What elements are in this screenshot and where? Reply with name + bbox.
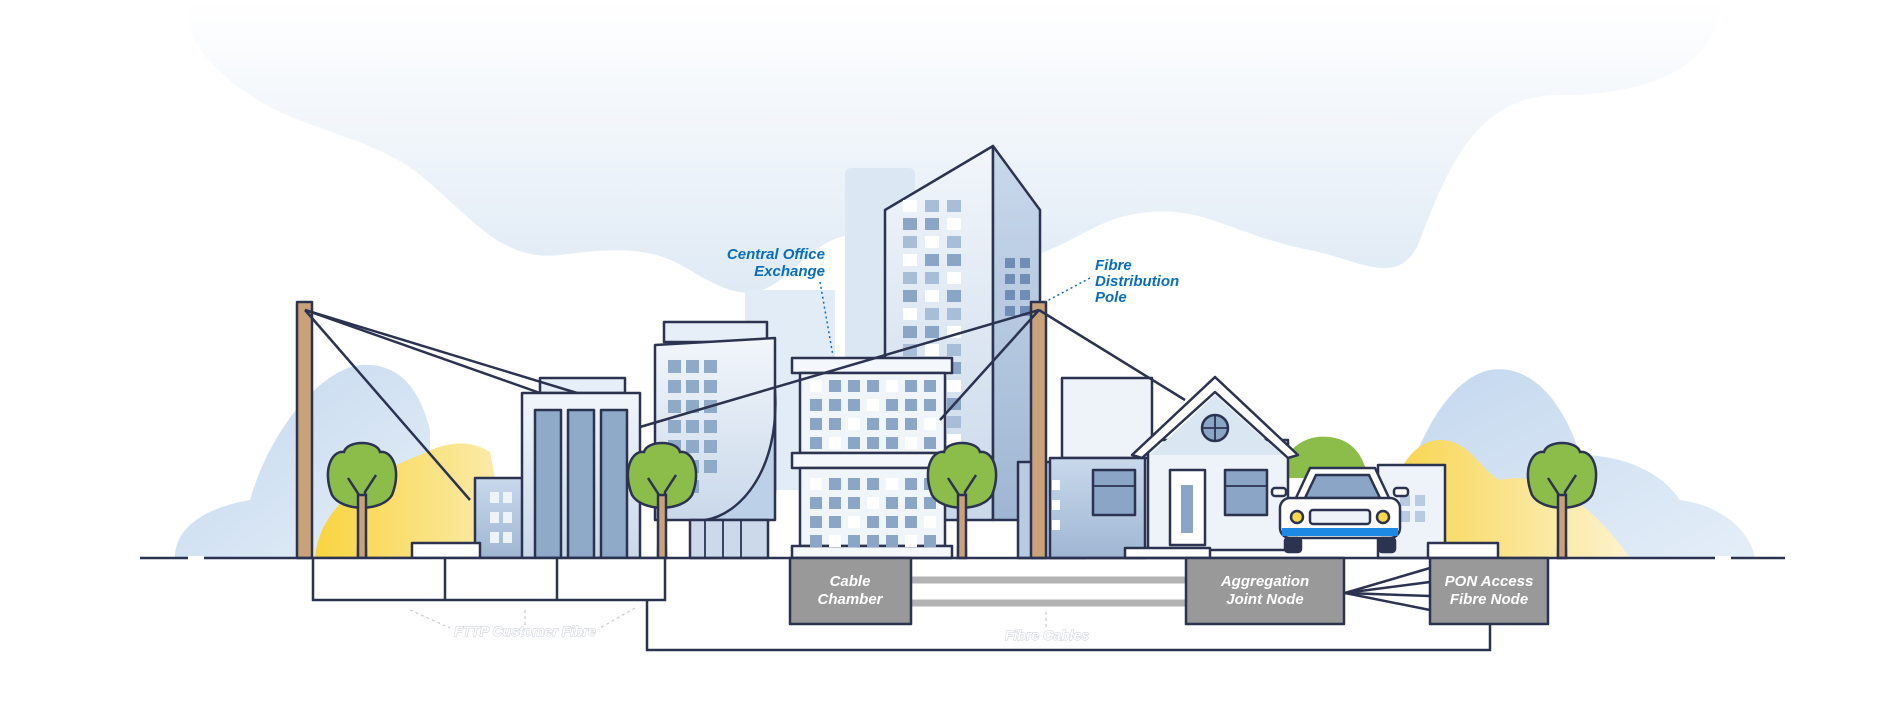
aggregation-label-2: Joint Node [1226, 591, 1304, 608]
left-ground-slab [410, 541, 482, 560]
tree-icon [326, 441, 398, 560]
fibre-cable-bundle [912, 576, 1186, 607]
small-left-building [473, 476, 527, 560]
tree-icon [1526, 441, 1598, 560]
pon-label-1: PON Access [1445, 573, 1534, 590]
fibre-pole-label-1: Fibre [1095, 257, 1132, 274]
cable-chamber-label-1: Cable [830, 573, 871, 590]
fttp-ducts [311, 556, 667, 602]
aggregation-node-box: Aggregation Joint Node [1184, 556, 1346, 626]
column-building [520, 376, 642, 560]
cable-chamber-box: Cable Chamber [788, 556, 913, 626]
fan-cables [1344, 566, 1431, 612]
house-icon [1091, 375, 1300, 560]
fttp-customer-fibre-label: FTTP Customer Fibre [454, 623, 596, 639]
sky-cloud [187, 0, 1720, 293]
right-pole-icon [1029, 300, 1048, 560]
fibre-cable-loop [645, 600, 1492, 652]
ground-notch-right [1715, 556, 1731, 561]
fibre-pole-label-2: Distribution [1095, 273, 1179, 290]
fibre-pole-label-3: Pole [1095, 289, 1127, 306]
right-low-building [1016, 376, 1154, 560]
aggregation-label-1: Aggregation [1220, 573, 1309, 590]
cable-chamber-label-2: Chamber [817, 591, 883, 608]
pon-label-2: Fibre Node [1450, 591, 1528, 608]
fibre-pole-callout: Fibre Distribution Pole [1044, 257, 1179, 306]
tree-icon [626, 441, 698, 560]
fttp-leader-lines [409, 607, 636, 629]
fibre-cables-label: Fibre Cables [1005, 627, 1089, 643]
central-office-callout: Central Office Exchange [727, 246, 834, 357]
pon-node-box: PON Access Fibre Node [1428, 556, 1550, 626]
central-office-building [790, 356, 954, 560]
central-office-label-1: Central Office [727, 246, 825, 263]
curved-building [653, 320, 777, 560]
ground-notch-left [188, 556, 204, 561]
aerial-cables [304, 308, 1186, 501]
pon-ground-slab [1426, 541, 1500, 560]
tree-icon [926, 441, 998, 560]
car-icon [1270, 466, 1410, 554]
left-pole-icon [295, 300, 314, 560]
central-office-label-2: Exchange [754, 263, 825, 280]
